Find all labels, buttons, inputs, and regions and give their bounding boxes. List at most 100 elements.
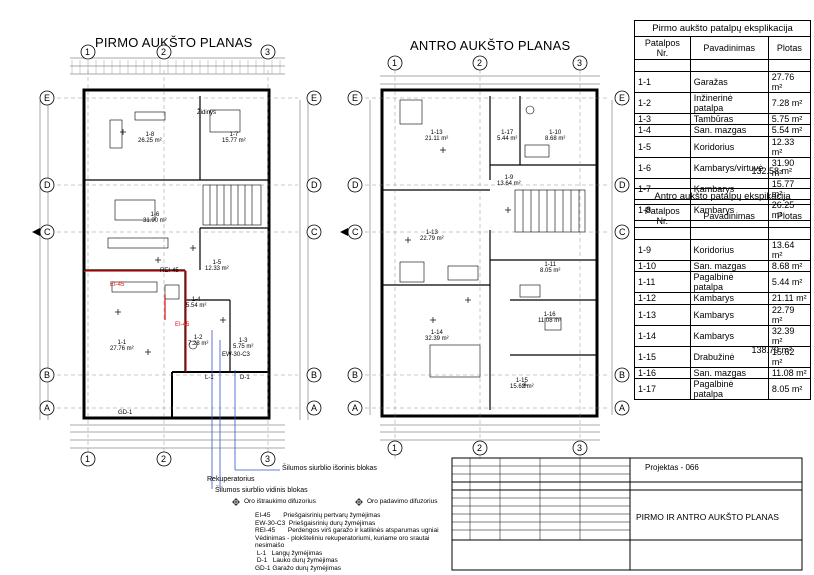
axis-e-right: E	[311, 93, 318, 103]
axis-b-left-upper: B	[352, 370, 359, 380]
axis-3-top-upper: 3	[577, 58, 583, 68]
legend-item: EW-30-C3 Priešgaisrinių durų žymėjimas	[255, 519, 376, 527]
fire-wall-tag: EI-45	[175, 322, 190, 328]
table-row	[634, 227, 812, 240]
axis-a-left-upper: A	[352, 403, 359, 413]
rei-tag: REI-45	[160, 268, 179, 274]
axis-b-left: B	[44, 370, 51, 380]
axis-a-right-upper: A	[619, 403, 626, 413]
axis-2-top: 2	[161, 47, 167, 57]
legend-extract: Oro ištraukimo difuzorius	[244, 498, 316, 505]
legend-item: EI-45 Priešgaisrinių pertvarų žymėjimas	[255, 512, 381, 519]
legend-item: L-1 Langų žymėjimas	[256, 549, 323, 557]
col-header-name: Pavadinimas	[689, 204, 769, 228]
ground-floor-title: PIRMO AUKŠTO PLANAS	[95, 35, 253, 50]
axis-2-bottom-upper: 2	[477, 443, 483, 453]
col-header-area: Plotas	[767, 204, 812, 228]
axis-d-left: D	[44, 180, 51, 190]
col-header-area: Plotas	[767, 36, 812, 60]
indoor-unit-note: Šilumos siurblio vidinis blokas	[215, 487, 308, 494]
upper-floor-title: ANTRO AUKŠTO PLANAS	[410, 38, 571, 53]
axis-b-right: B	[311, 370, 318, 380]
window-tag: L-1	[205, 375, 214, 381]
legend-item: D-1 Lauko durų žymėjimas	[256, 557, 338, 564]
axis-2-top-upper: 2	[477, 58, 483, 68]
axis-a-right: A	[311, 403, 318, 413]
table-header-row: Patalpos Nr. Pavadinimas Plotas	[634, 36, 812, 60]
axis-2-bottom: 2	[161, 454, 167, 464]
axis-1-top: 1	[85, 47, 91, 57]
table-row	[634, 59, 812, 72]
garage-door-tag: GD-1	[118, 410, 133, 416]
fireplace-label: Židinys	[197, 110, 217, 116]
col-header-nr: Patalpos Nr.	[634, 204, 691, 228]
axis-a-left: A	[44, 403, 51, 413]
col-header-name: Pavadinimas	[689, 36, 769, 60]
axis-1-bottom-upper: 1	[392, 443, 398, 453]
table1-caption: Pirmo aukšto patalpų eksplikacija	[634, 20, 811, 37]
axis-e-left-upper: E	[352, 93, 359, 103]
axis-3-bottom: 3	[265, 454, 271, 464]
axis-c-right-upper: C	[619, 227, 626, 237]
axis-1-top-upper: 1	[392, 58, 398, 68]
table1-total: 132.58 m²	[751, 166, 792, 176]
axis-e-right-upper: E	[619, 93, 626, 103]
legend-item: REI-45 Perdengos virš garažo ir katilinė…	[255, 527, 439, 534]
axis-d-left-upper: D	[352, 180, 359, 190]
axis-b-right-upper: B	[619, 370, 626, 380]
fire-door-tag: EW-30-C3	[222, 352, 250, 358]
axis-e-left: E	[44, 93, 51, 103]
axis-c-left: C	[44, 227, 51, 237]
axis-d-right-upper: D	[619, 180, 626, 190]
fire-wall-tag: EI-45	[110, 282, 125, 288]
outdoor-unit-note: Šilumos siurblio išorinis blokas	[282, 465, 377, 472]
table-header-row: Patalpos Nr. Pavadinimas Plotas	[634, 204, 812, 228]
col-header-nr: Patalpos Nr.	[634, 36, 691, 60]
project-number: Projektas - 066	[645, 463, 699, 472]
recuperator-note: Rekuperatorius	[207, 476, 255, 483]
legend-list: EI-45 Priešgaisrinių pertvarų žymėjimas …	[255, 512, 455, 572]
door-tag: D-1	[240, 375, 250, 381]
sheet-title: PIRMO IR ANTRO AUKŠTO PLANAS	[636, 512, 779, 522]
legend-note: Vėdinimas - plokšteliniu rekuperatoriumi…	[255, 534, 430, 550]
legend-supply: Oro padavimo difuzorius	[367, 498, 438, 505]
axis-d-right: D	[311, 180, 318, 190]
axis-c-right: C	[311, 227, 318, 237]
axis-c-left-upper: C	[352, 227, 359, 237]
table2-caption: Antro aukšto patalpų ekspikacija	[634, 188, 811, 205]
legend-item: GD-1 Garažo durų žymėjimas	[255, 564, 341, 572]
axis-3-top: 3	[265, 47, 271, 57]
